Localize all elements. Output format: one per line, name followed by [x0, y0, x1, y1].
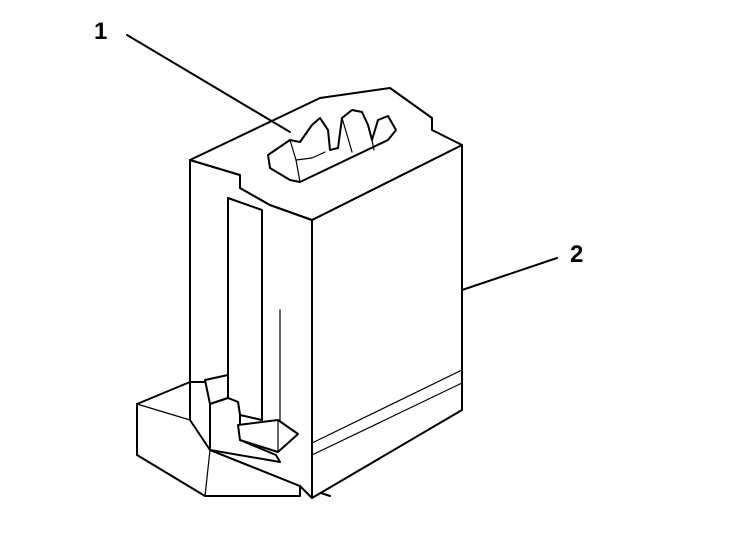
- leader-lines: [126, 34, 558, 291]
- callout-label-2: 2: [570, 241, 583, 268]
- leader-line-2: [461, 257, 558, 291]
- terminal-blades: [267, 109, 397, 183]
- callout-label-1: 1: [94, 18, 107, 45]
- leader-line-1: [126, 34, 291, 133]
- locking-latch: [204, 197, 299, 463]
